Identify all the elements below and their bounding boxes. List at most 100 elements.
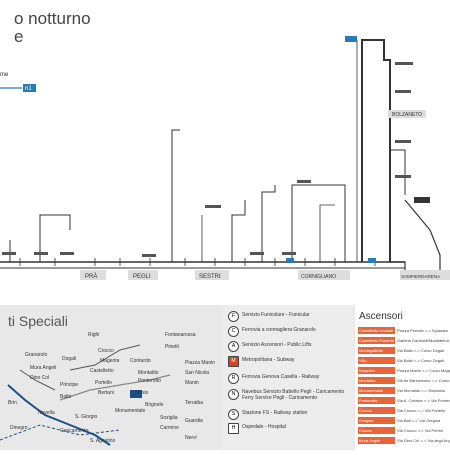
station-cornigliano: CORNIGLIANO bbox=[301, 274, 336, 280]
branch-pra bbox=[39, 214, 71, 262]
metro-line bbox=[7, 384, 111, 446]
map-label-pinetti: Pinetti bbox=[165, 344, 179, 350]
station-bolzaneto: BOLZANETO bbox=[392, 112, 422, 118]
map-label-brignole: Brignole bbox=[145, 402, 164, 408]
stop-label-marks bbox=[2, 62, 413, 257]
legend-navebus: Navebus Servizio Battello Pegli - Carica… bbox=[242, 389, 345, 401]
branch-cornigliano-1 bbox=[231, 200, 246, 262]
lift-dest: Via de Barbenistes <-> Corso bbox=[397, 378, 450, 383]
branch-cornigliano-3 bbox=[291, 184, 346, 262]
lift-tag: Mura Angeli bbox=[358, 437, 395, 444]
lift-tag: Montegalletto bbox=[358, 347, 395, 354]
rack-railway-icon: C bbox=[228, 326, 239, 337]
map-label-dogali: Dogali bbox=[62, 356, 77, 362]
rack-railway-line bbox=[19, 369, 56, 391]
map-label-s-giorgio: S. Giorgio bbox=[75, 414, 98, 420]
map-label-contardo: Contardo bbox=[130, 358, 151, 364]
map-label-magenta: Magenta bbox=[100, 358, 120, 364]
map-label-principe: Principe bbox=[60, 382, 79, 388]
legend-station: Stazione FS - Railway station bbox=[242, 410, 308, 416]
lifts-title: Ascensori bbox=[359, 311, 403, 322]
map-label-ponterotto: Ponterotto bbox=[138, 378, 162, 384]
legend-top: me bbox=[0, 72, 8, 78]
branch-cornigliano-4 bbox=[319, 204, 335, 262]
station-sampierdarena-block bbox=[400, 270, 450, 280]
lift-dest: Via Balbi <-> Corso Dogali bbox=[397, 348, 445, 353]
station-sestri: SESTRI bbox=[199, 274, 221, 280]
map-label-carmine: Carmine bbox=[160, 425, 179, 431]
terminal-block bbox=[414, 197, 430, 203]
lift-tag: Oregina bbox=[358, 417, 395, 424]
lift-dest: Via Crocco <-> Via Portello bbox=[397, 408, 446, 413]
map-label-brin: Brin bbox=[8, 400, 17, 406]
railway-icon: R bbox=[228, 373, 239, 384]
city-center-lines bbox=[0, 344, 171, 446]
map-label-novella: Novella bbox=[38, 410, 55, 416]
map-label-granarolo: Granarolo bbox=[25, 352, 48, 358]
east-loop bbox=[390, 199, 441, 276]
lift-tag: Crocco bbox=[358, 407, 395, 414]
funicular-icon: F bbox=[228, 311, 239, 322]
lift-tag: Castelletto Levante bbox=[358, 327, 395, 334]
map-label-dinegro: Dinegro bbox=[10, 425, 28, 431]
map-label-monumentale: Monumentale bbox=[115, 408, 146, 414]
route-badge-mid bbox=[286, 258, 294, 263]
map-label-terralba: Terralba bbox=[185, 400, 204, 406]
branch-bolzaneto bbox=[390, 149, 406, 195]
lift-dest: Piazza Manin <-> Corso Magenta bbox=[397, 368, 450, 373]
legend-rack-railway: Ferrovia a cremagliera Granarolo bbox=[242, 327, 316, 333]
branch-cornigliano-2 bbox=[261, 185, 276, 262]
station-cornigliano-block bbox=[298, 270, 350, 280]
station-sampierdarena: SAMPIERDARENA bbox=[401, 274, 440, 279]
lift-tag: Villa bbox=[358, 357, 395, 364]
lift-dest: Via A. Cantore <-> Via Ponterotto bbox=[397, 398, 450, 403]
map-label-manin: Manin bbox=[185, 380, 199, 386]
funicular-line bbox=[69, 344, 141, 371]
map-title: o notturno e bbox=[14, 10, 91, 46]
map-label-montaldo: Montaldo bbox=[138, 370, 159, 376]
lift-line bbox=[59, 374, 171, 401]
map-label-dino-col: Dino Col bbox=[30, 375, 50, 381]
lift-tag: Montaldo bbox=[358, 377, 395, 384]
map-label-maxio: Maxio bbox=[135, 390, 149, 396]
map-label-mura-angeli: Mura Angeli bbox=[30, 365, 57, 371]
city-center-map: Righi Granarolo Dogali Crocco Magenta Ca… bbox=[0, 330, 222, 450]
valley-route-line bbox=[361, 39, 391, 262]
map-label-castelletto: Castelletto bbox=[90, 368, 114, 374]
title-line-1: o notturno bbox=[14, 9, 91, 28]
train-station-icon: S bbox=[228, 409, 239, 420]
station-pegli: PEGLI bbox=[133, 274, 151, 280]
legend-lifts: Servizio Ascensori - Public Lifts bbox=[242, 342, 312, 348]
lift-tag: Magenta bbox=[358, 367, 395, 374]
map-label-san-nicola: San Nicola bbox=[185, 370, 210, 376]
lift-tag: Ponterotto bbox=[358, 397, 395, 404]
lift-dest: Via Dino Col <-> Via degli Angeli bbox=[397, 438, 450, 443]
map-label-guardia: Guardia bbox=[185, 418, 203, 424]
route-badge-top bbox=[345, 36, 357, 42]
legend-funicular: Servizio Funicolare - Funicular bbox=[242, 312, 310, 318]
legend-badge bbox=[23, 84, 36, 92]
station-marker bbox=[130, 390, 142, 398]
legend-badge-text: n1 bbox=[25, 86, 32, 92]
station-sestri-block bbox=[195, 270, 229, 280]
lift-dest: Via Bari <-> Via Oregina bbox=[397, 418, 441, 423]
legend-top-label: me bbox=[0, 72, 9, 78]
special-services-title: ti Speciali bbox=[8, 313, 68, 329]
map-label-righi: Righi bbox=[88, 332, 100, 338]
lift-tag: Monumentale bbox=[358, 387, 395, 394]
lift-dest: Via Crocco <-> Via Pertini bbox=[397, 428, 443, 433]
route-diagram: n1 PRÀ PEGLI SESTRI CORNIGLIANO SAMPIERD… bbox=[0, 36, 450, 280]
map-label-soziglia: Soziglia bbox=[160, 415, 178, 421]
map-label-bertani: Bertani bbox=[98, 390, 114, 396]
night-route-map: o notturno e me n1 P bbox=[0, 10, 450, 280]
